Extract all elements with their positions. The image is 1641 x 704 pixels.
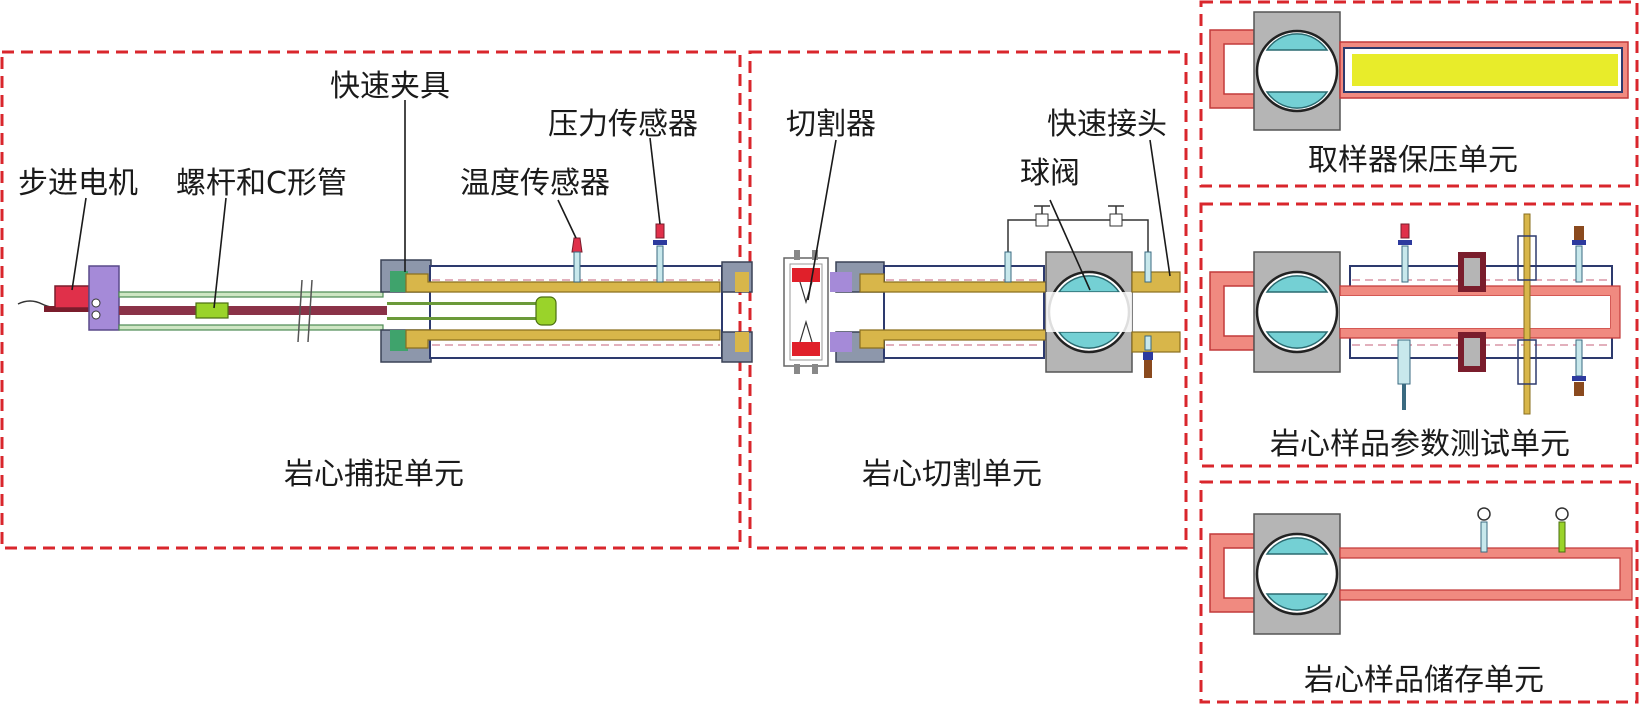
pt-clamp-block-upper	[1458, 252, 1486, 292]
bypass-valve-left	[1034, 205, 1050, 227]
cutter-tab-bl	[794, 364, 800, 374]
cutter-blade-upper	[792, 268, 820, 282]
label-stepper-motor: 步进电机	[18, 166, 138, 201]
parameter-test-unit-drawing	[1209, 213, 1621, 415]
cutter-tab-tl	[794, 250, 800, 260]
storage-unit-box	[1199, 480, 1639, 704]
pusher-rod-lower	[387, 317, 537, 320]
cut-ball-valve-bore	[1046, 292, 1132, 332]
leader-ball-valve	[1049, 199, 1091, 291]
parameter-test-unit-box	[1199, 202, 1639, 468]
label-quick-clamp: 快速夹具	[330, 69, 450, 104]
leader-temperature-sensor	[557, 199, 577, 239]
leader-stepper-motor	[71, 197, 87, 291]
cutting-unit-drawing	[783, 205, 1181, 378]
sp-core-sample	[1352, 54, 1618, 86]
cut-ball-valve-ball-bottom	[1057, 331, 1121, 349]
label-storage-unit: 岩心样品储存单元	[1304, 663, 1544, 698]
label-capture-unit: 岩心捕捉单元	[284, 457, 464, 492]
bypass-line	[1007, 219, 1149, 255]
c-tube-upper	[118, 291, 384, 298]
screw-nut	[195, 302, 229, 319]
cut-ball-valve-ball-top	[1057, 275, 1121, 293]
st-gauge-right-icon	[1555, 507, 1569, 553]
label-sampler-pressure-unit: 取样器保压单元	[1308, 143, 1518, 178]
label-parameter-test-unit: 岩心样品参数测试单元	[1270, 427, 1570, 462]
pt-pipe-bore	[1340, 296, 1610, 328]
quick-connector-lower	[1131, 331, 1181, 353]
pt-pressure-sensor-icon	[1398, 223, 1412, 283]
st-gauge-left-icon	[1477, 507, 1491, 553]
break-mark-left	[297, 279, 303, 343]
pt-clamp-block-lower	[1458, 332, 1486, 372]
cutter-tab-br	[812, 364, 818, 374]
capture-unit-drawing	[17, 223, 753, 363]
break-mark-right	[307, 279, 313, 343]
cutter-edge-lower	[799, 319, 813, 343]
quick-clamp-green-lower	[390, 330, 408, 351]
cutter-blade-lower	[792, 342, 820, 356]
label-quick-connector: 快速接头	[1047, 107, 1167, 142]
capture-end-brass-upper	[735, 272, 749, 292]
label-pressure-sensor: 压力传感器	[548, 107, 698, 142]
capture-end-brass-lower	[735, 332, 749, 352]
sampler-pressure-unit-drawing	[1209, 11, 1629, 131]
motor-mount	[88, 265, 120, 331]
pusher-rod-upper	[387, 302, 537, 305]
sp-ball-valve-ring	[1255, 29, 1339, 113]
pt-valve-right-upper	[1572, 226, 1586, 283]
cutting-jacket	[883, 265, 1045, 359]
pt-lower-sensor-left	[1397, 339, 1411, 410]
screw-rod	[119, 306, 387, 315]
leader-pressure-sensor	[649, 137, 661, 225]
capture-unit-box	[0, 50, 742, 550]
sp-ball-bottom	[1265, 91, 1329, 109]
cut-flange-purple-lower	[830, 332, 852, 352]
quick-clamp-green-upper	[390, 271, 408, 292]
pusher-head	[535, 296, 557, 326]
st-u-pipe	[1339, 547, 1633, 601]
storage-unit-drawing	[1209, 507, 1633, 635]
leader-quick-connector	[1149, 139, 1171, 277]
mount-bearing-bottom	[91, 310, 101, 320]
label-screw-and-c-tube: 螺杆和C形管	[176, 166, 347, 201]
cutter-frame-inner	[789, 263, 823, 361]
temperature-sensor-icon	[571, 237, 583, 283]
st-inlet-pipe	[1209, 533, 1255, 613]
cutter-tab-tr	[812, 250, 818, 260]
pt-valve-right-lower	[1572, 339, 1586, 396]
leader-cutter	[807, 139, 837, 301]
sampler-pressure-unit-box	[1199, 0, 1639, 188]
leader-screw	[213, 197, 227, 309]
label-cutting-unit: 岩心切割单元	[862, 457, 1042, 492]
pt-probe-rod	[1517, 213, 1537, 415]
cut-flange-purple-upper	[830, 272, 852, 292]
drain-valve-icon	[1143, 335, 1153, 378]
label-ball-valve: 球阀	[1020, 156, 1080, 191]
bypass-probe-left	[1004, 251, 1012, 283]
label-cutter: 切割器	[786, 107, 876, 142]
brass-liner-upper	[405, 273, 721, 293]
brass-liner-lower	[405, 329, 721, 349]
pt-ball-top	[1265, 275, 1329, 293]
label-temperature-sensor: 温度传感器	[460, 166, 610, 201]
bypass-valve-right	[1108, 205, 1124, 227]
pt-ball-bottom	[1265, 331, 1329, 349]
cutting-unit-box	[748, 50, 1188, 550]
sp-ball-top	[1265, 33, 1329, 51]
pt-inlet-pipe	[1209, 271, 1255, 351]
quick-connector-upper	[1131, 271, 1181, 293]
c-tube-lower	[118, 324, 384, 331]
st-ball-bottom	[1265, 593, 1329, 611]
st-ball-top	[1265, 537, 1329, 555]
bypass-probe-right	[1144, 251, 1152, 283]
sp-inlet-pipe	[1209, 29, 1255, 109]
mount-bearing-top	[91, 298, 101, 308]
